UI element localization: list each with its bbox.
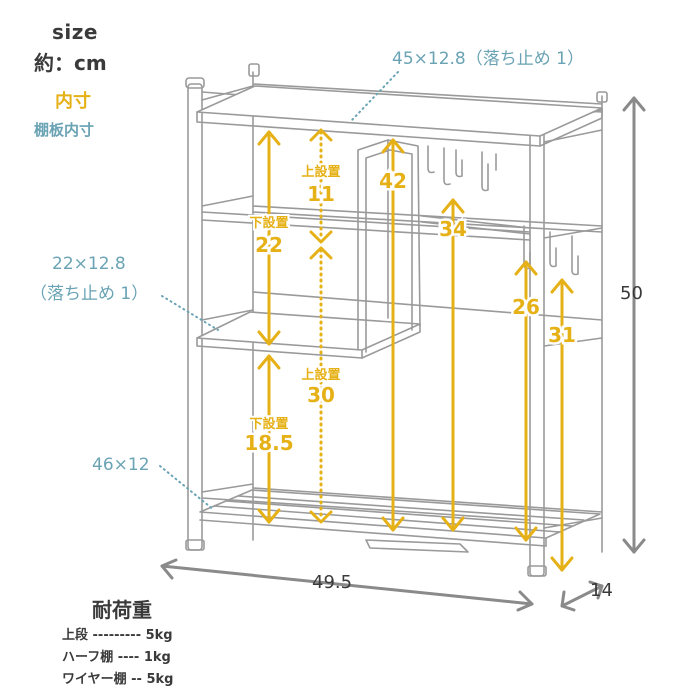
- load-row-half-shelf: ハーフ棚 ---- 1kg: [62, 650, 171, 665]
- upper-over-half-value: 11: [307, 182, 335, 206]
- wire-shelf: [199, 489, 601, 539]
- load-capacity-title: 耐荷重: [92, 598, 152, 622]
- front-left-post: [187, 83, 203, 551]
- right-clear-value: 31: [548, 323, 576, 347]
- wire-shelf-size-label: 46×12: [92, 455, 150, 475]
- size-label: size: [52, 20, 98, 44]
- lower-over-half-value: 22: [255, 233, 283, 257]
- upper-under-half-value: 30: [307, 383, 335, 407]
- unit-label: 約：cm: [34, 51, 107, 75]
- hook-clear-value: 26: [512, 295, 540, 319]
- top-right-clear-value: 34: [439, 217, 467, 241]
- depth-dimension-label: 14: [590, 580, 613, 601]
- load-row-wire-shelf: ワイヤー棚 -- 5kg: [62, 672, 174, 687]
- half-shelf: [196, 311, 421, 351]
- half-shelf-size-label: 22×12.8: [52, 254, 126, 274]
- half-shelf-note-label: （落ち止め 1）: [30, 284, 149, 304]
- lower-under-half-mount-label: 下設置: [249, 416, 288, 432]
- upper-under-half-mount-label: 上設置: [301, 367, 340, 383]
- lower-under-half-value: 18.5: [244, 431, 293, 455]
- load-row-top-shelf: 上段 --------- 5kg: [62, 628, 173, 643]
- top-shelf: [196, 85, 603, 137]
- height-dimension-label: 50: [620, 283, 643, 304]
- inner-size-label: 内寸: [55, 91, 91, 112]
- lower-over-half-mount-label: 下設置: [249, 215, 288, 231]
- width-dimension-label: 49.5: [312, 572, 353, 593]
- shelf-inner-size-label: 棚板内寸: [34, 121, 95, 139]
- upper-over-half-mount-label: 上設置: [301, 164, 340, 180]
- top-shelf-size-label: 45×12.8（落ち止め 1）: [392, 49, 584, 69]
- top-left-clear-value: 42: [379, 169, 407, 193]
